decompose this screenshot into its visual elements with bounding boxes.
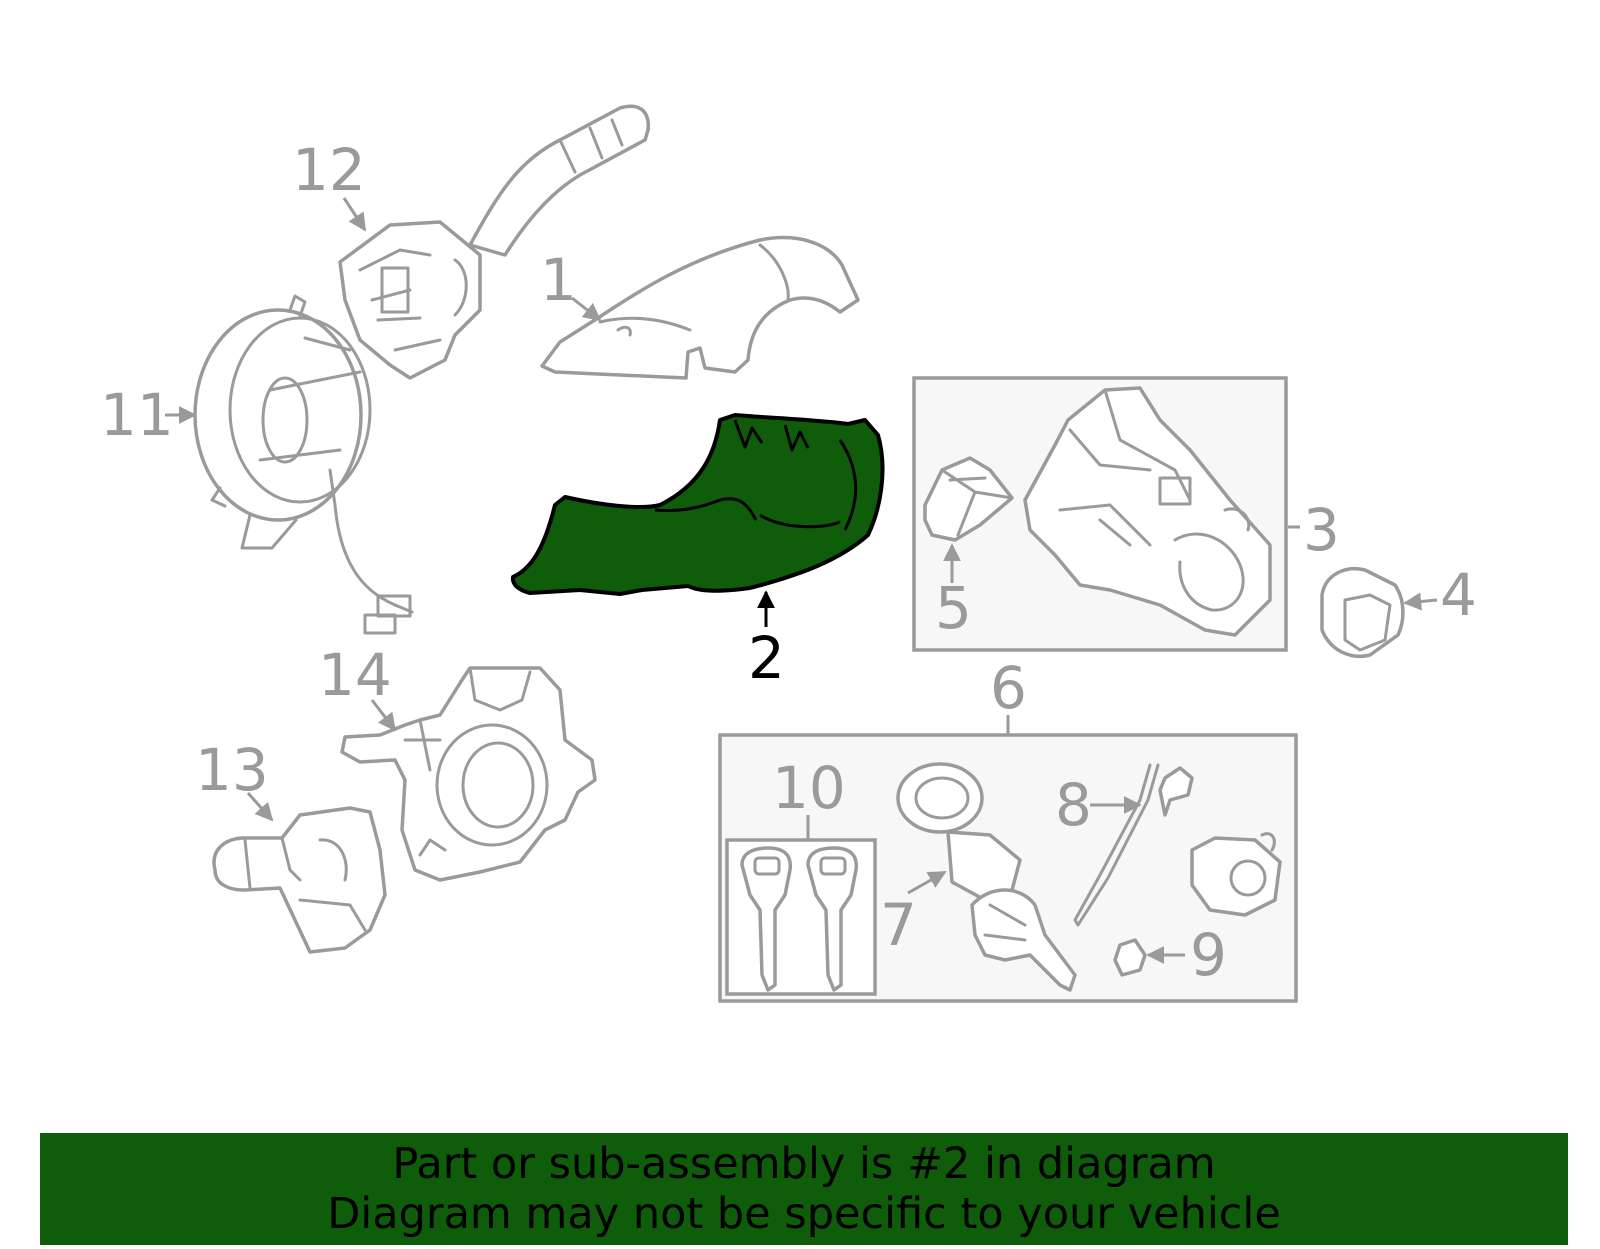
part-14-angle-sensor[interactable] bbox=[340, 666, 597, 882]
banner-line-1: Part or sub-assembly is #2 in diagram bbox=[392, 1139, 1216, 1189]
part-9-clip[interactable] bbox=[1113, 938, 1147, 977]
leader-lines bbox=[165, 197, 1438, 964]
callout-8[interactable]: 8 bbox=[1055, 771, 1092, 839]
callout-1[interactable]: 1 bbox=[540, 246, 577, 314]
callout-7[interactable]: 7 bbox=[880, 891, 917, 959]
callout-12[interactable]: 12 bbox=[292, 136, 366, 204]
callout-14[interactable]: 14 bbox=[318, 641, 392, 709]
part-5-ignition-switch[interactable] bbox=[923, 456, 1014, 542]
part-4-switch[interactable] bbox=[1320, 567, 1405, 658]
callout-4[interactable]: 4 bbox=[1440, 561, 1477, 629]
banner-line-2: Diagram may not be specific to your vehi… bbox=[327, 1189, 1281, 1239]
part-1-upper-column-cover[interactable] bbox=[540, 235, 860, 380]
info-banner: Part or sub-assembly is #2 in diagram Di… bbox=[40, 1133, 1568, 1245]
callout-9[interactable]: 9 bbox=[1190, 921, 1227, 989]
callout-2[interactable]: 2 bbox=[748, 624, 785, 692]
part-12-turn-signal-switch[interactable] bbox=[338, 104, 650, 380]
callout-13[interactable]: 13 bbox=[195, 736, 269, 804]
part-3-lock-housing[interactable] bbox=[1023, 386, 1272, 637]
part-2-lower-column-cover[interactable] bbox=[510, 413, 885, 596]
part-7-lock-cylinder[interactable] bbox=[896, 762, 1077, 992]
callout-6[interactable]: 6 bbox=[990, 654, 1027, 722]
callout-11[interactable]: 11 bbox=[100, 381, 174, 449]
part-13-wiper-switch[interactable] bbox=[212, 806, 387, 954]
part-10-keys[interactable] bbox=[740, 846, 859, 992]
callout-10[interactable]: 10 bbox=[772, 754, 846, 822]
callout-labels: 12 1 11 2 3 4 5 6 10 7 8 9 14 13 bbox=[100, 136, 1477, 989]
callout-5[interactable]: 5 bbox=[935, 574, 972, 642]
part-6-cylinder-detail[interactable] bbox=[1190, 832, 1282, 917]
callout-3[interactable]: 3 bbox=[1303, 496, 1340, 564]
